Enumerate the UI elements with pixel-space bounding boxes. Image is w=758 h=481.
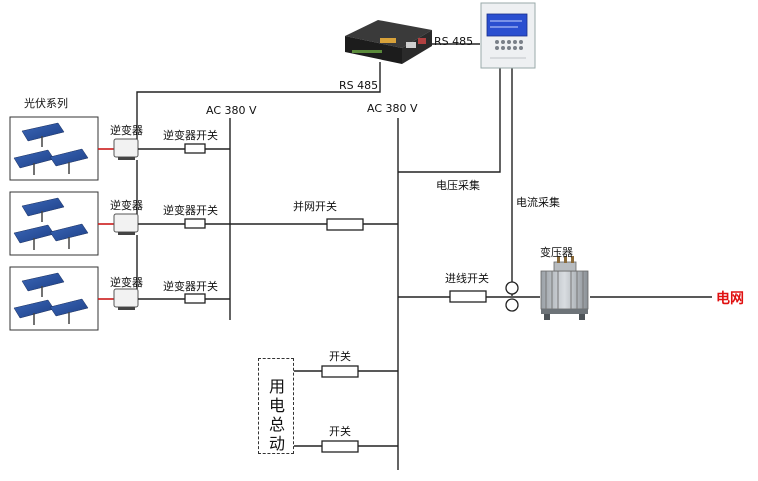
inverter-3 bbox=[113, 288, 139, 310]
switch-symbols bbox=[184, 143, 487, 453]
load-char-3: 总 bbox=[268, 415, 285, 434]
ac-wiring bbox=[136, 43, 712, 470]
inverter-2 bbox=[113, 213, 139, 235]
transformer bbox=[540, 256, 589, 320]
pv-panel-group-1 bbox=[9, 116, 99, 181]
pv-panel-group-2 bbox=[9, 191, 99, 256]
pv-system-label: 光伏系列 bbox=[24, 97, 68, 110]
pv-dc-links bbox=[98, 148, 114, 300]
inverter-switch-label-1: 逆变器开关 bbox=[163, 129, 218, 142]
inverter-switch-1 bbox=[184, 143, 206, 154]
incoming-switch bbox=[449, 290, 487, 303]
ac-bus-left-label: AC 380 V bbox=[206, 104, 257, 117]
load-switch-label-1: 开关 bbox=[329, 350, 351, 363]
load-char-2: 电 bbox=[268, 396, 285, 415]
rs485-top-label: RS 485 bbox=[434, 35, 474, 48]
pv-panel-group-3 bbox=[9, 266, 99, 331]
inverter-label-2: 逆变器 bbox=[110, 199, 143, 212]
load-switch-1 bbox=[321, 365, 359, 378]
grid-label: 电网 bbox=[716, 291, 744, 307]
inverter-switch-label-2: 逆变器开关 bbox=[163, 204, 218, 217]
inverter-switch-label-3: 逆变器开关 bbox=[163, 280, 218, 293]
grid-switch-label: 并网开关 bbox=[293, 200, 337, 213]
incoming-switch-label: 进线开关 bbox=[445, 272, 489, 285]
load-char-1: 用 bbox=[268, 377, 285, 396]
ac-bus-main-label: AC 380 V bbox=[367, 102, 418, 115]
voltage-sampling-label: 电压采集 bbox=[436, 179, 480, 192]
load-switch-2 bbox=[321, 440, 359, 453]
current-sampling-label: 电流采集 bbox=[516, 196, 560, 209]
grid-tie-switch bbox=[326, 218, 364, 231]
load-char-4: 动 bbox=[268, 434, 285, 453]
inverter-switch-2 bbox=[184, 218, 206, 229]
total-load-box: 用 电 总 动 bbox=[258, 358, 294, 454]
current-transformers bbox=[505, 281, 519, 312]
inverter-1 bbox=[113, 138, 139, 160]
inverter-switch-3 bbox=[184, 293, 206, 304]
load-switch-label-2: 开关 bbox=[329, 425, 351, 438]
power-monitor bbox=[480, 2, 536, 69]
rs485-left-label: RS 485 bbox=[339, 79, 379, 92]
transformer-label: 变压器 bbox=[540, 246, 573, 259]
inverter-label-1: 逆变器 bbox=[110, 124, 143, 137]
data-logger bbox=[345, 20, 432, 64]
inverter-label-3: 逆变器 bbox=[110, 276, 143, 289]
